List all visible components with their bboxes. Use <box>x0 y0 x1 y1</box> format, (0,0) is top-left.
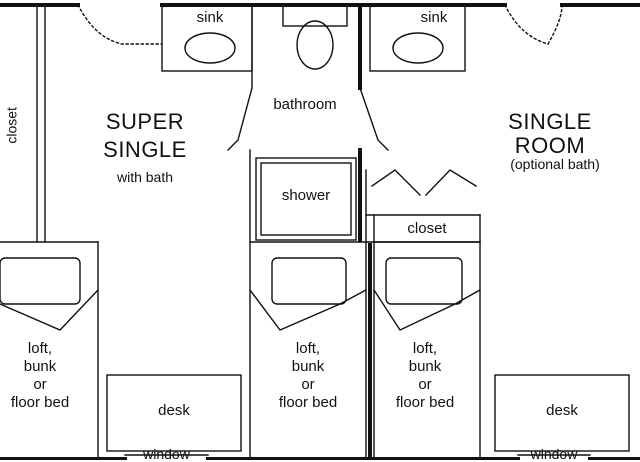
window-left-label: window <box>143 446 190 462</box>
single-room-subtitle: (optional bath) <box>510 156 600 172</box>
bed-line: bunk <box>291 358 325 375</box>
shower-box <box>255 157 357 241</box>
right-sink-counter <box>369 4 466 72</box>
bed-line: or <box>301 376 315 393</box>
bed-line: loft, <box>295 340 321 357</box>
bed-line: or <box>418 376 432 393</box>
window-right-label: window <box>530 446 578 462</box>
bed-label-right: loft, bunk or floor bed <box>380 340 470 412</box>
bed-line: or <box>33 376 47 393</box>
sink-left-label: sink <box>196 9 224 26</box>
central-partitions <box>249 148 481 460</box>
desk-left-label: desk <box>158 402 190 419</box>
bed-line: floor bed <box>395 394 455 411</box>
bed-line: loft, <box>412 340 438 357</box>
bed-label-left: loft, bunk or floor bed <box>0 340 80 412</box>
bed-line: bunk <box>408 358 442 375</box>
bed-line: bunk <box>23 358 57 375</box>
desk-left <box>106 374 242 452</box>
single-room-title-2: ROOM <box>514 133 586 158</box>
bathroom-label: bathroom <box>273 96 337 113</box>
bed-right <box>373 241 481 331</box>
closet-right-label: closet <box>407 220 447 237</box>
bed-line: floor bed <box>278 394 338 411</box>
door-swing-right <box>504 4 563 45</box>
super-single-subtitle: with bath <box>116 169 174 185</box>
bed-line: floor bed <box>10 394 70 411</box>
super-single-title-1: SUPER <box>105 109 185 134</box>
bed-label-middle: loft, bunk or floor bed <box>263 340 353 412</box>
desk-right-label: desk <box>546 402 578 419</box>
super-single-title-2: SINGLE <box>103 137 187 162</box>
bed-middle <box>249 241 367 331</box>
shower-label: shower <box>281 187 331 204</box>
bed-left <box>0 241 99 460</box>
sink-right-label: sink <box>420 9 448 26</box>
bed-line: loft, <box>27 340 53 357</box>
left-closet-wall <box>36 4 46 243</box>
door-swing-left <box>77 4 163 45</box>
bathroom-walls <box>227 3 389 151</box>
desk-right <box>494 374 630 452</box>
closet-left-label: closet <box>3 107 20 144</box>
single-room-title-1: SINGLE <box>508 109 592 134</box>
